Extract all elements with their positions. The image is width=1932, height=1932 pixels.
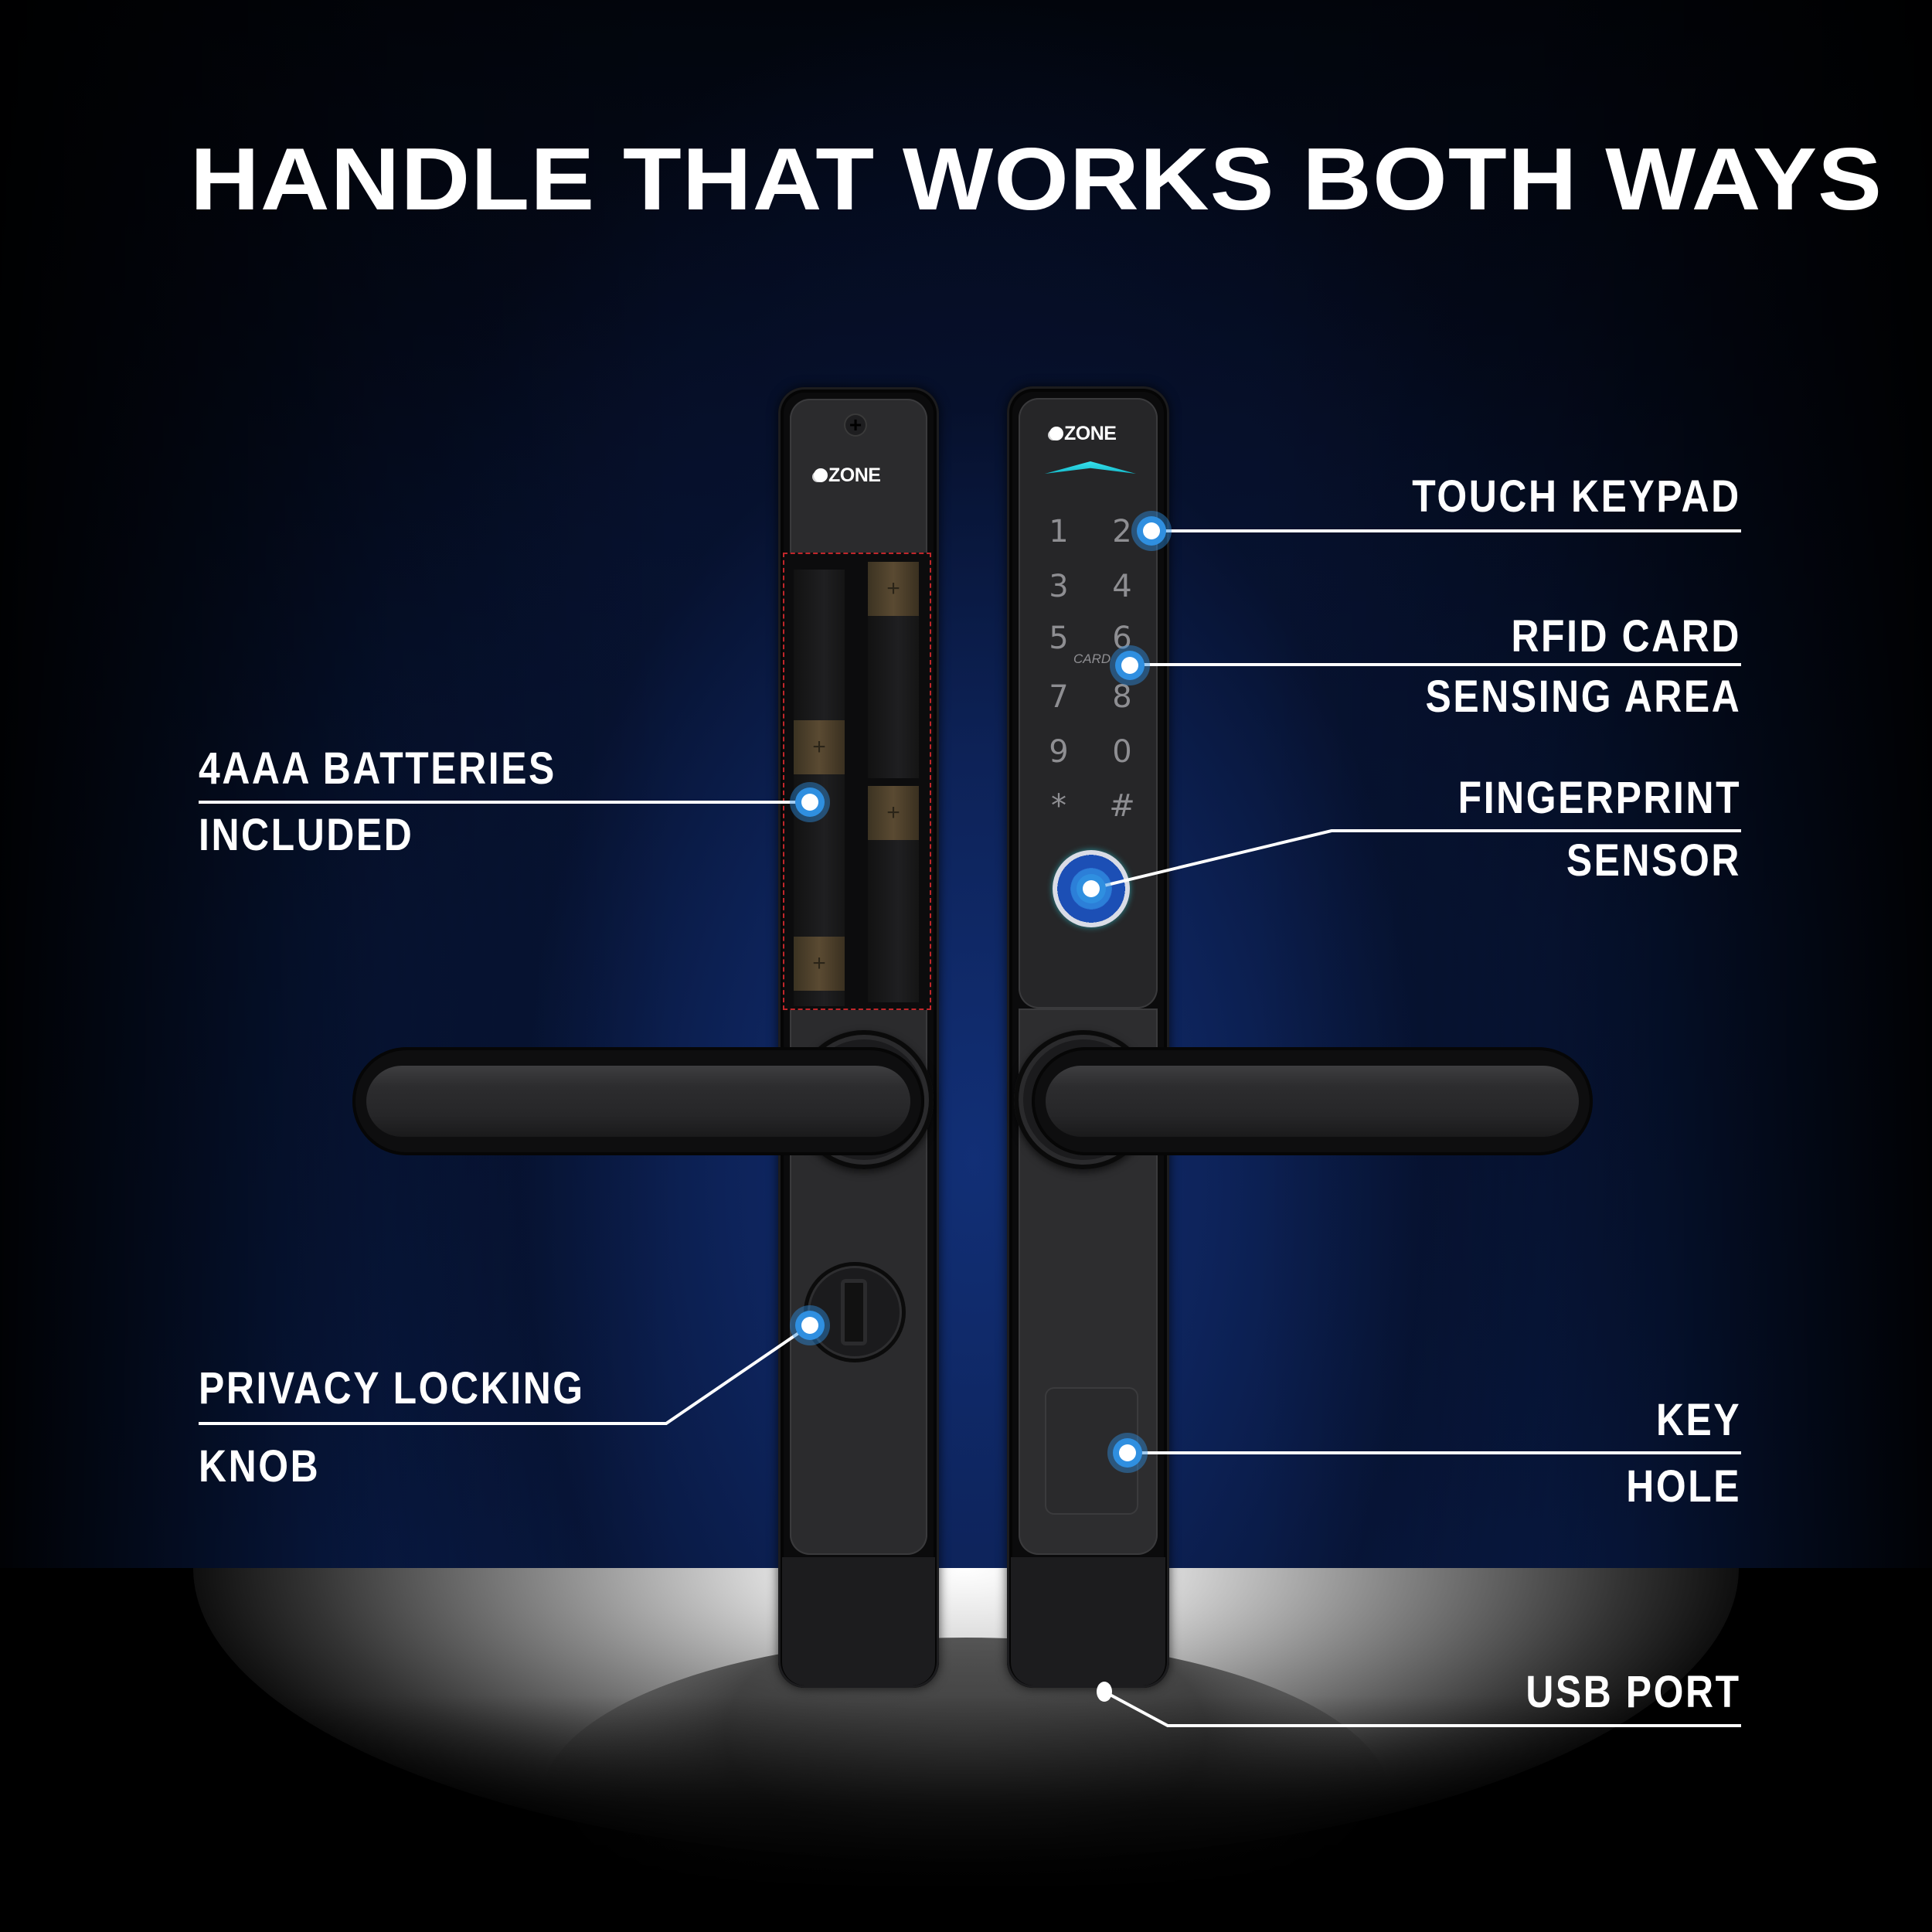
keypad-key-5[interactable]: 5 <box>1049 621 1069 656</box>
screw-icon: + <box>844 413 867 437</box>
fingerprint-hotspot[interactable] <box>1083 880 1100 897</box>
page-title-text: HANDLE THAT WORKS BOTH WAYS <box>190 131 1883 229</box>
brand-logo-text: ZONE <box>1064 423 1117 444</box>
batteries-hotspot[interactable] <box>801 794 818 811</box>
brand-logo-outside: ZONE <box>1049 423 1117 445</box>
usb-port-hotspot[interactable] <box>1097 1682 1112 1702</box>
batteries-label-line2: INCLUDED <box>199 810 414 860</box>
battery-aaa-icon: + <box>868 562 919 778</box>
keypad-key-3[interactable]: 3 <box>1049 569 1069 604</box>
floor-fade <box>0 1568 1932 1932</box>
touch-keypad-label: TOUCH KEYPAD <box>1412 471 1741 522</box>
keypad-key-6[interactable]: 6 <box>1112 621 1132 656</box>
keypad-key-0[interactable]: 0 <box>1112 734 1132 770</box>
outside-bottom-cap <box>1011 1557 1165 1685</box>
fingerprint-label-line1: FINGERPRINT <box>1458 773 1741 823</box>
keypad-key-star[interactable]: * <box>1051 788 1066 824</box>
outside-lever-handle[interactable] <box>1032 1047 1593 1155</box>
brand-logo-text: ZONE <box>828 464 881 486</box>
key-hole-label-line1: KEY <box>1655 1395 1741 1445</box>
keypad-key-8[interactable]: 8 <box>1112 679 1132 715</box>
keypad-key-4[interactable]: 4 <box>1112 569 1132 604</box>
privacy-knob-label-line2: KNOB <box>199 1441 321 1492</box>
floor-spotlight <box>0 1568 1932 1932</box>
rfid-connector <box>1130 663 1741 666</box>
inside-lever-handle[interactable] <box>352 1047 924 1155</box>
fingerprint-label-line2: SENSOR <box>1566 835 1741 886</box>
rfid-hotspot[interactable] <box>1121 657 1138 674</box>
privacy-locking-knob[interactable] <box>804 1262 906 1362</box>
privacy-knob-hotspot[interactable] <box>801 1317 818 1334</box>
keypad-key-2[interactable]: 2 <box>1112 514 1132 549</box>
ozone-o-swirl-icon <box>814 468 828 482</box>
keypad-key-7[interactable]: 7 <box>1049 679 1069 715</box>
rfid-card-icon: CARD <box>1073 651 1111 666</box>
keypad-key-9[interactable]: 9 <box>1049 734 1069 770</box>
ozone-o-swirl-icon <box>1049 427 1063 440</box>
rfid-label-line1: RFID CARD <box>1511 611 1741 662</box>
battery-aaa-icon: + <box>794 786 845 1006</box>
touch-keypad-hotspot[interactable] <box>1143 522 1160 539</box>
battery-aaa-icon: + <box>794 570 845 790</box>
background-vignette <box>0 0 1932 1568</box>
key-hole-connector <box>1128 1451 1741 1454</box>
key-hole-label-line2: HOLE <box>1626 1461 1741 1512</box>
touch-keypad-connector <box>1151 529 1741 532</box>
key-hole-hotspot[interactable] <box>1119 1444 1136 1461</box>
rfid-label-line2: SENSING AREA <box>1425 672 1741 722</box>
battery-aaa-icon: + <box>868 786 919 1002</box>
usb-port-label: USB PORT <box>1526 1667 1741 1717</box>
privacy-knob-label-line1: PRIVACY LOCKING <box>199 1363 585 1413</box>
keypad-key-hash[interactable]: # <box>1109 788 1135 824</box>
inside-bottom-cap <box>782 1557 935 1685</box>
batteries-connector <box>199 801 810 804</box>
keypad-key-1[interactable]: 1 <box>1049 514 1069 549</box>
brand-logo-inside: ZONE <box>814 464 881 487</box>
page-title: HANDLE THAT WORKS BOTH WAYS <box>190 136 1882 224</box>
batteries-label-line1: 4AAA BATTERIES <box>199 743 556 794</box>
battery-compartment: + + + + <box>783 553 931 1010</box>
